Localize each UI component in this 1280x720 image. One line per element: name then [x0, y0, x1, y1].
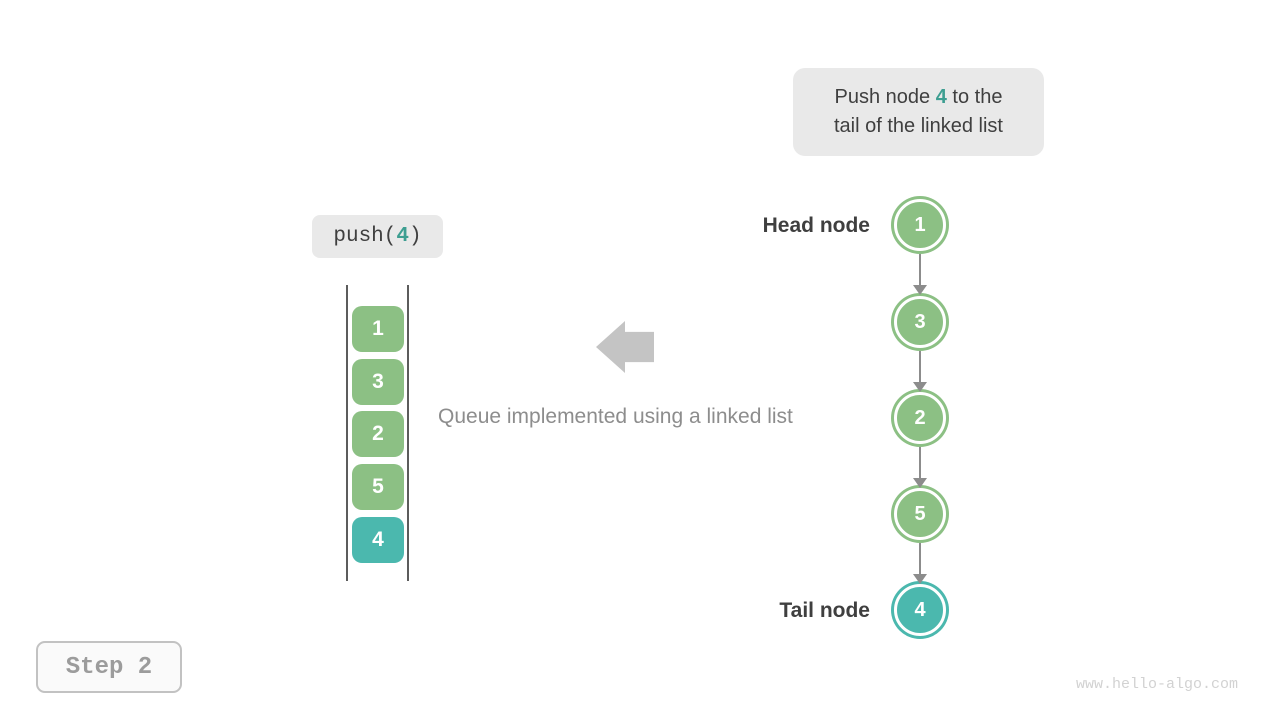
- arrow-line: [919, 351, 921, 382]
- annotation-highlight-value: 4: [935, 86, 947, 108]
- left-arrow-icon: [596, 321, 654, 373]
- tail-node-label: Tail node: [779, 599, 870, 622]
- annotation-bubble: Push node 4 to the tail of the linked li…: [793, 68, 1044, 156]
- arrow-line: [919, 254, 921, 285]
- queue-boundary-line-right: [407, 285, 409, 581]
- linked-list-node: 2: [894, 392, 946, 444]
- queue-item: 2: [352, 411, 404, 457]
- annotation-text-prefix: Push node: [834, 86, 936, 108]
- watermark: www.hello-algo.com: [1075, 676, 1238, 693]
- arrow-head: [913, 574, 927, 584]
- arrow-down-icon: [913, 254, 927, 295]
- arrow-head: [913, 285, 927, 295]
- step-badge: Step 2: [36, 641, 182, 693]
- push-label-highlight: 4: [396, 225, 409, 248]
- annotation-text-line2: tail of the linked list: [834, 115, 1003, 137]
- queue-item: 5: [352, 464, 404, 510]
- arrow-head: [913, 478, 927, 488]
- linked-list-node: 3: [894, 296, 946, 348]
- diagram-caption: Queue implemented using a linked list: [438, 405, 793, 428]
- linked-list-node: 1: [894, 199, 946, 251]
- arrow-head: [913, 382, 927, 392]
- queue-boundary-line-left: [346, 285, 348, 581]
- head-node-label: Head node: [762, 214, 870, 237]
- arrow-down-icon: [913, 351, 927, 392]
- queue-item: 3: [352, 359, 404, 405]
- queue-item: 4: [352, 517, 404, 563]
- arrow-down-icon: [913, 543, 927, 584]
- push-operation-label: push(4): [312, 215, 443, 258]
- annotation-text-suffix: to the: [946, 86, 1003, 108]
- linked-list-node: 4: [894, 584, 946, 636]
- arrow-line: [919, 447, 921, 478]
- push-label-suffix: ): [409, 225, 422, 248]
- push-label-prefix: push(: [333, 225, 397, 248]
- queue-item: 1: [352, 306, 404, 352]
- linked-list-node: 5: [894, 488, 946, 540]
- arrow-line: [919, 543, 921, 574]
- arrow-down-icon: [913, 447, 927, 488]
- annotation-text: Push node 4 to the tail of the linked li…: [834, 83, 1003, 141]
